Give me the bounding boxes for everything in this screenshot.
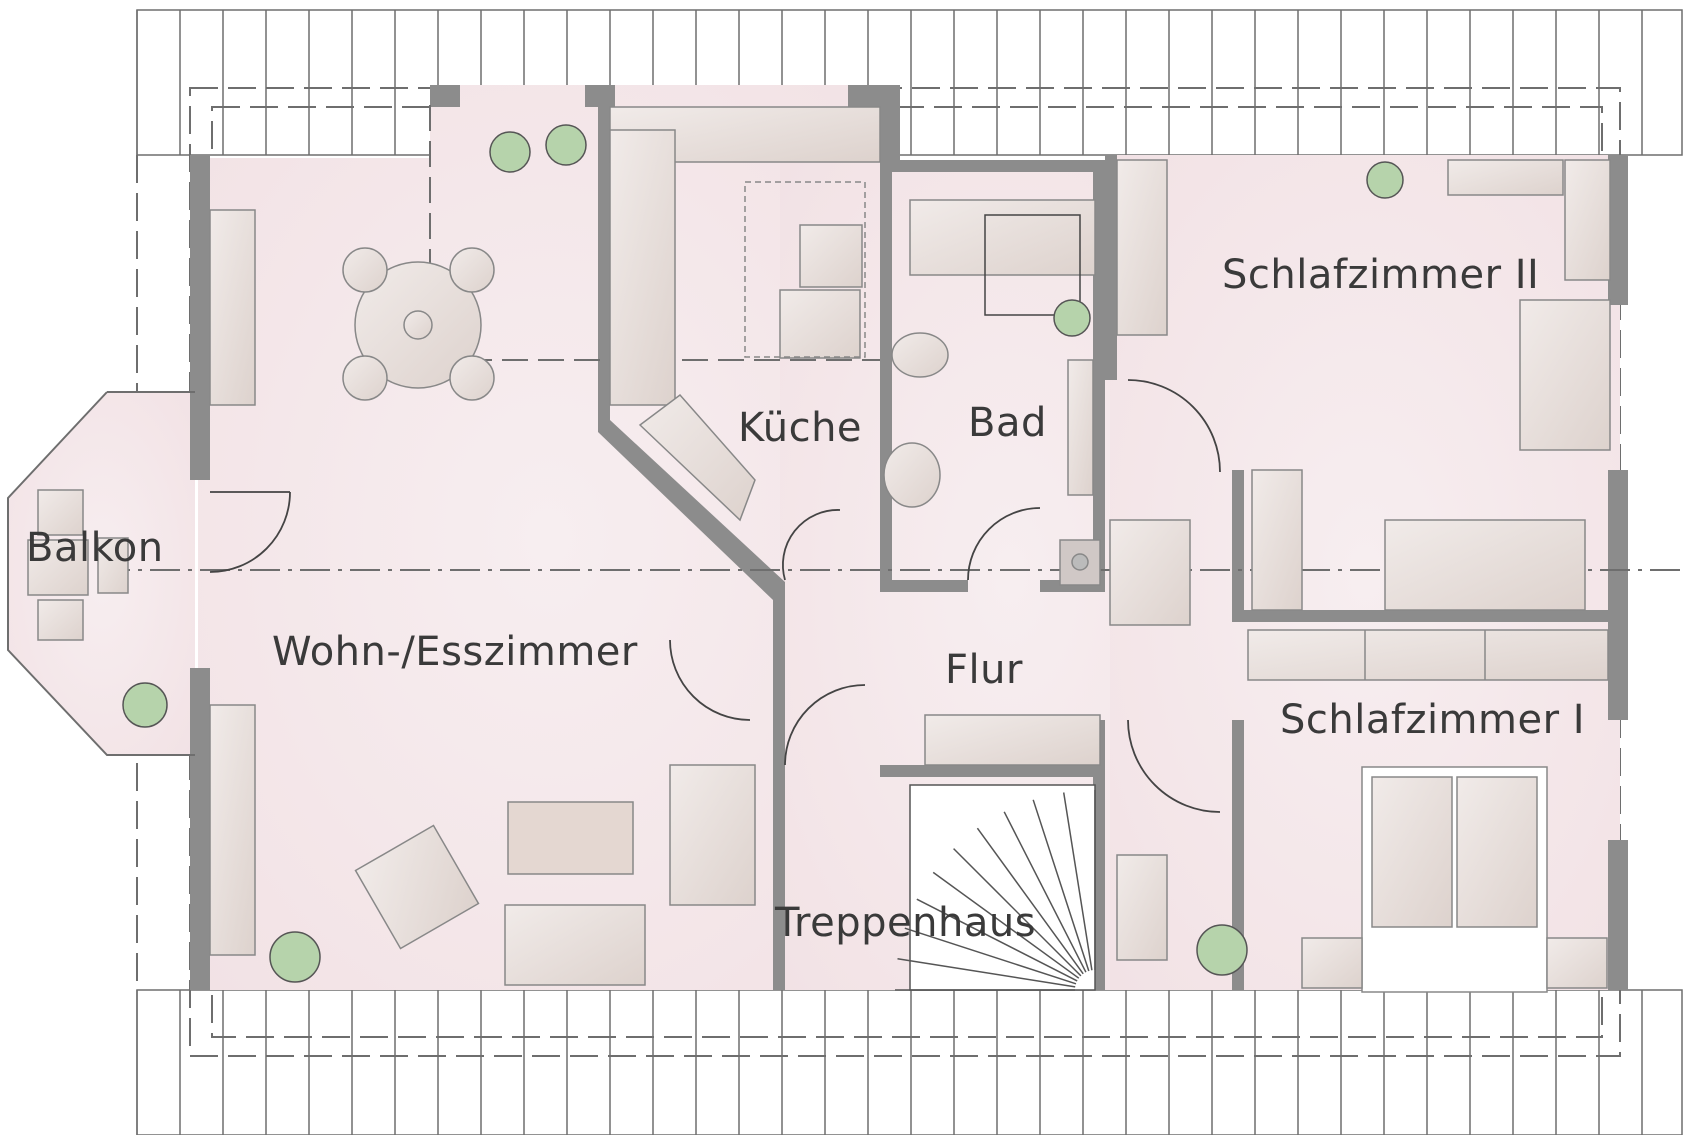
- stair-tread: [1003, 811, 1087, 973]
- bedroom2-furniture: [1116, 159, 1611, 611]
- room-label-treppenhaus: Treppenhaus: [775, 900, 1037, 946]
- room-label-wohn-esszimmer: Wohn-/Esszimmer: [272, 629, 638, 675]
- bath-fixtures: [883, 199, 1101, 586]
- plants: [122, 124, 1404, 983]
- wardrobe: [1247, 629, 1609, 681]
- interior-walls: [598, 105, 1620, 990]
- exterior-walls: [190, 85, 1628, 990]
- stair-tread: [1062, 792, 1093, 971]
- room-label-kueche: Küche: [738, 405, 863, 451]
- stair-tread: [1032, 799, 1090, 972]
- roof-bottom: [136, 989, 1683, 1136]
- stair-tread: [904, 927, 1077, 985]
- room-label-flur: Flur: [945, 647, 1023, 693]
- stair-tread: [932, 871, 1080, 979]
- stair-tread: [897, 957, 1076, 988]
- kitchen-furniture: [609, 106, 881, 522]
- stair-tread: [953, 848, 1082, 977]
- living-furniture: [209, 209, 756, 986]
- roof-top: [136, 9, 1683, 156]
- bedroom1-furniture: [1116, 766, 1608, 993]
- balcony-table-set: [27, 489, 129, 641]
- stair-tread: [976, 827, 1084, 975]
- room-label-schlafzimmer-2: Schlafzimmer II: [1222, 252, 1540, 298]
- stair-tread: [916, 898, 1078, 982]
- door-swings: [209, 379, 1221, 813]
- room-label-balkon: Balkon: [26, 525, 164, 571]
- staircase: [895, 784, 1096, 991]
- flur-furniture: [924, 519, 1191, 766]
- balcony-outline: [7, 391, 195, 756]
- room-label-schlafzimmer-1: Schlafzimmer I: [1280, 697, 1586, 743]
- room-label-bad: Bad: [968, 400, 1047, 446]
